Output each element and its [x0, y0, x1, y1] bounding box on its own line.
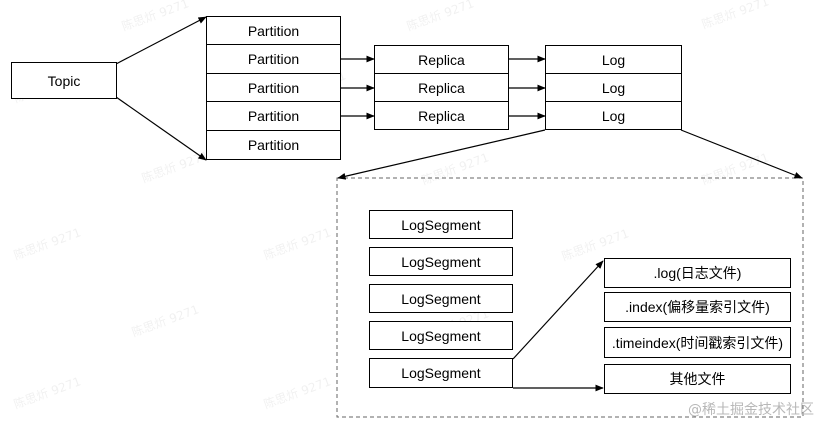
partition-label: Partition [247, 137, 300, 153]
arrow-log-to-detail-right [680, 129, 803, 179]
segment-file-label: 其他文件 [669, 371, 726, 387]
arrow-segment-to-log-file [512, 260, 604, 360]
partition-label: Partition [247, 51, 300, 67]
segment-file-box: .index(偏移量索引文件) [604, 292, 791, 322]
log-segment-box: LogSegment [369, 247, 513, 276]
segment-file-label: .index(偏移量索引文件) [625, 299, 770, 315]
partition-box: Partition [206, 73, 341, 102]
log-detail-dashed-frame [336, 177, 804, 418]
replica-box: Replica [374, 101, 509, 130]
log-box: Log [545, 73, 682, 102]
topic-box: Topic [11, 62, 117, 99]
partition-box: Partition [206, 16, 341, 45]
log-segment-box: LogSegment [369, 210, 513, 239]
log-segment-label: LogSegment [401, 253, 481, 270]
log-label: Log [601, 107, 626, 124]
replica-box: Replica [374, 45, 509, 74]
replica-label: Replica [418, 51, 465, 68]
log-label: Log [601, 51, 626, 68]
partition-label: Partition [247, 22, 300, 39]
partition-box: Partition [206, 130, 341, 160]
log-label: Log [601, 79, 626, 96]
log-segment-label: LogSegment [401, 365, 481, 381]
segment-file-box: .log(日志文件) [604, 258, 791, 288]
segment-file-label: .log(日志文件) [653, 265, 742, 281]
replica-label: Replica [418, 79, 465, 96]
arrow-topic-to-first-partition [115, 16, 207, 65]
segment-file-box: 其他文件 [604, 364, 791, 394]
log-box: Log [545, 101, 682, 130]
watermark-brand: @稀土掘金技术社区 [688, 402, 814, 418]
log-segment-box: LogSegment [369, 321, 513, 350]
partition-box: Partition [206, 44, 341, 74]
log-box: Log [545, 45, 682, 74]
replica-box: Replica [374, 73, 509, 102]
segment-file-box: .timeindex(时间戳索引文件) [604, 327, 791, 358]
partition-label: Partition [247, 79, 300, 96]
arrow-log-to-detail-left [337, 129, 546, 180]
partition-label: Partition [247, 108, 300, 124]
log-segment-box: LogSegment [369, 358, 513, 388]
log-segment-label: LogSegment [401, 327, 481, 344]
topic-label: Topic [47, 72, 81, 89]
log-segment-label: LogSegment [401, 290, 481, 307]
replica-label: Replica [418, 107, 465, 124]
log-segment-label: LogSegment [401, 216, 481, 233]
arrow-topic-to-last-partition [115, 96, 207, 161]
segment-file-label: .timeindex(时间戳索引文件) [611, 334, 784, 351]
log-segment-box: LogSegment [369, 284, 513, 313]
partition-box: Partition [206, 101, 341, 131]
